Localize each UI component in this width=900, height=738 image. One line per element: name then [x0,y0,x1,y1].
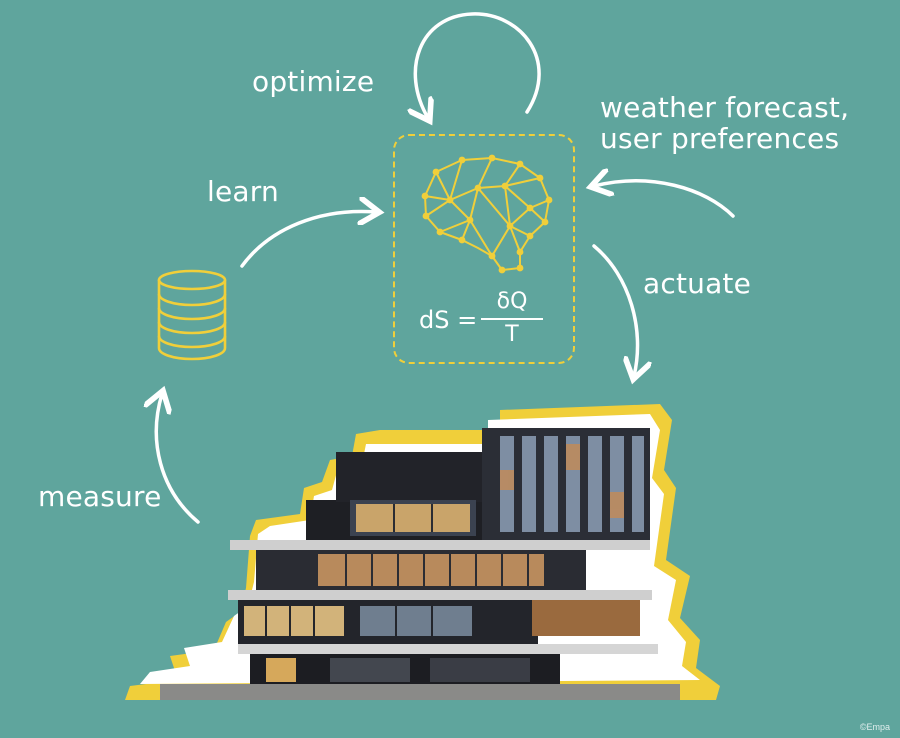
entropy-formula: dS = δQ T [395,288,573,354]
label-actuate: actuate [643,267,752,300]
label-optimize: optimize [252,65,375,98]
formula-denominator: T [505,322,519,347]
inputs-arrow [594,181,735,218]
label-learn: learn [207,175,279,208]
label-inputs-line2: user preferences [600,122,840,156]
learn-arrow [240,211,376,268]
formula-lhs: dS = [419,306,478,334]
optimize-loop-arrow [415,12,541,118]
brain-network-icon [421,154,553,274]
label-inputs: weather forecast, user preferences [600,92,849,155]
label-measure: measure [38,480,162,513]
watermark: ©Empa [859,722,890,732]
building-photo [125,404,720,700]
formula-fraction: δQ T [481,288,543,348]
ai-controller-box: dS = δQ T [393,134,575,364]
label-inputs-line1: weather forecast, [600,91,850,124]
formula-numerator: δQ [496,289,528,314]
actuate-arrow [592,244,638,376]
measure-arrow [156,394,200,524]
fraction-bar [481,318,543,320]
database-icon [157,269,227,361]
